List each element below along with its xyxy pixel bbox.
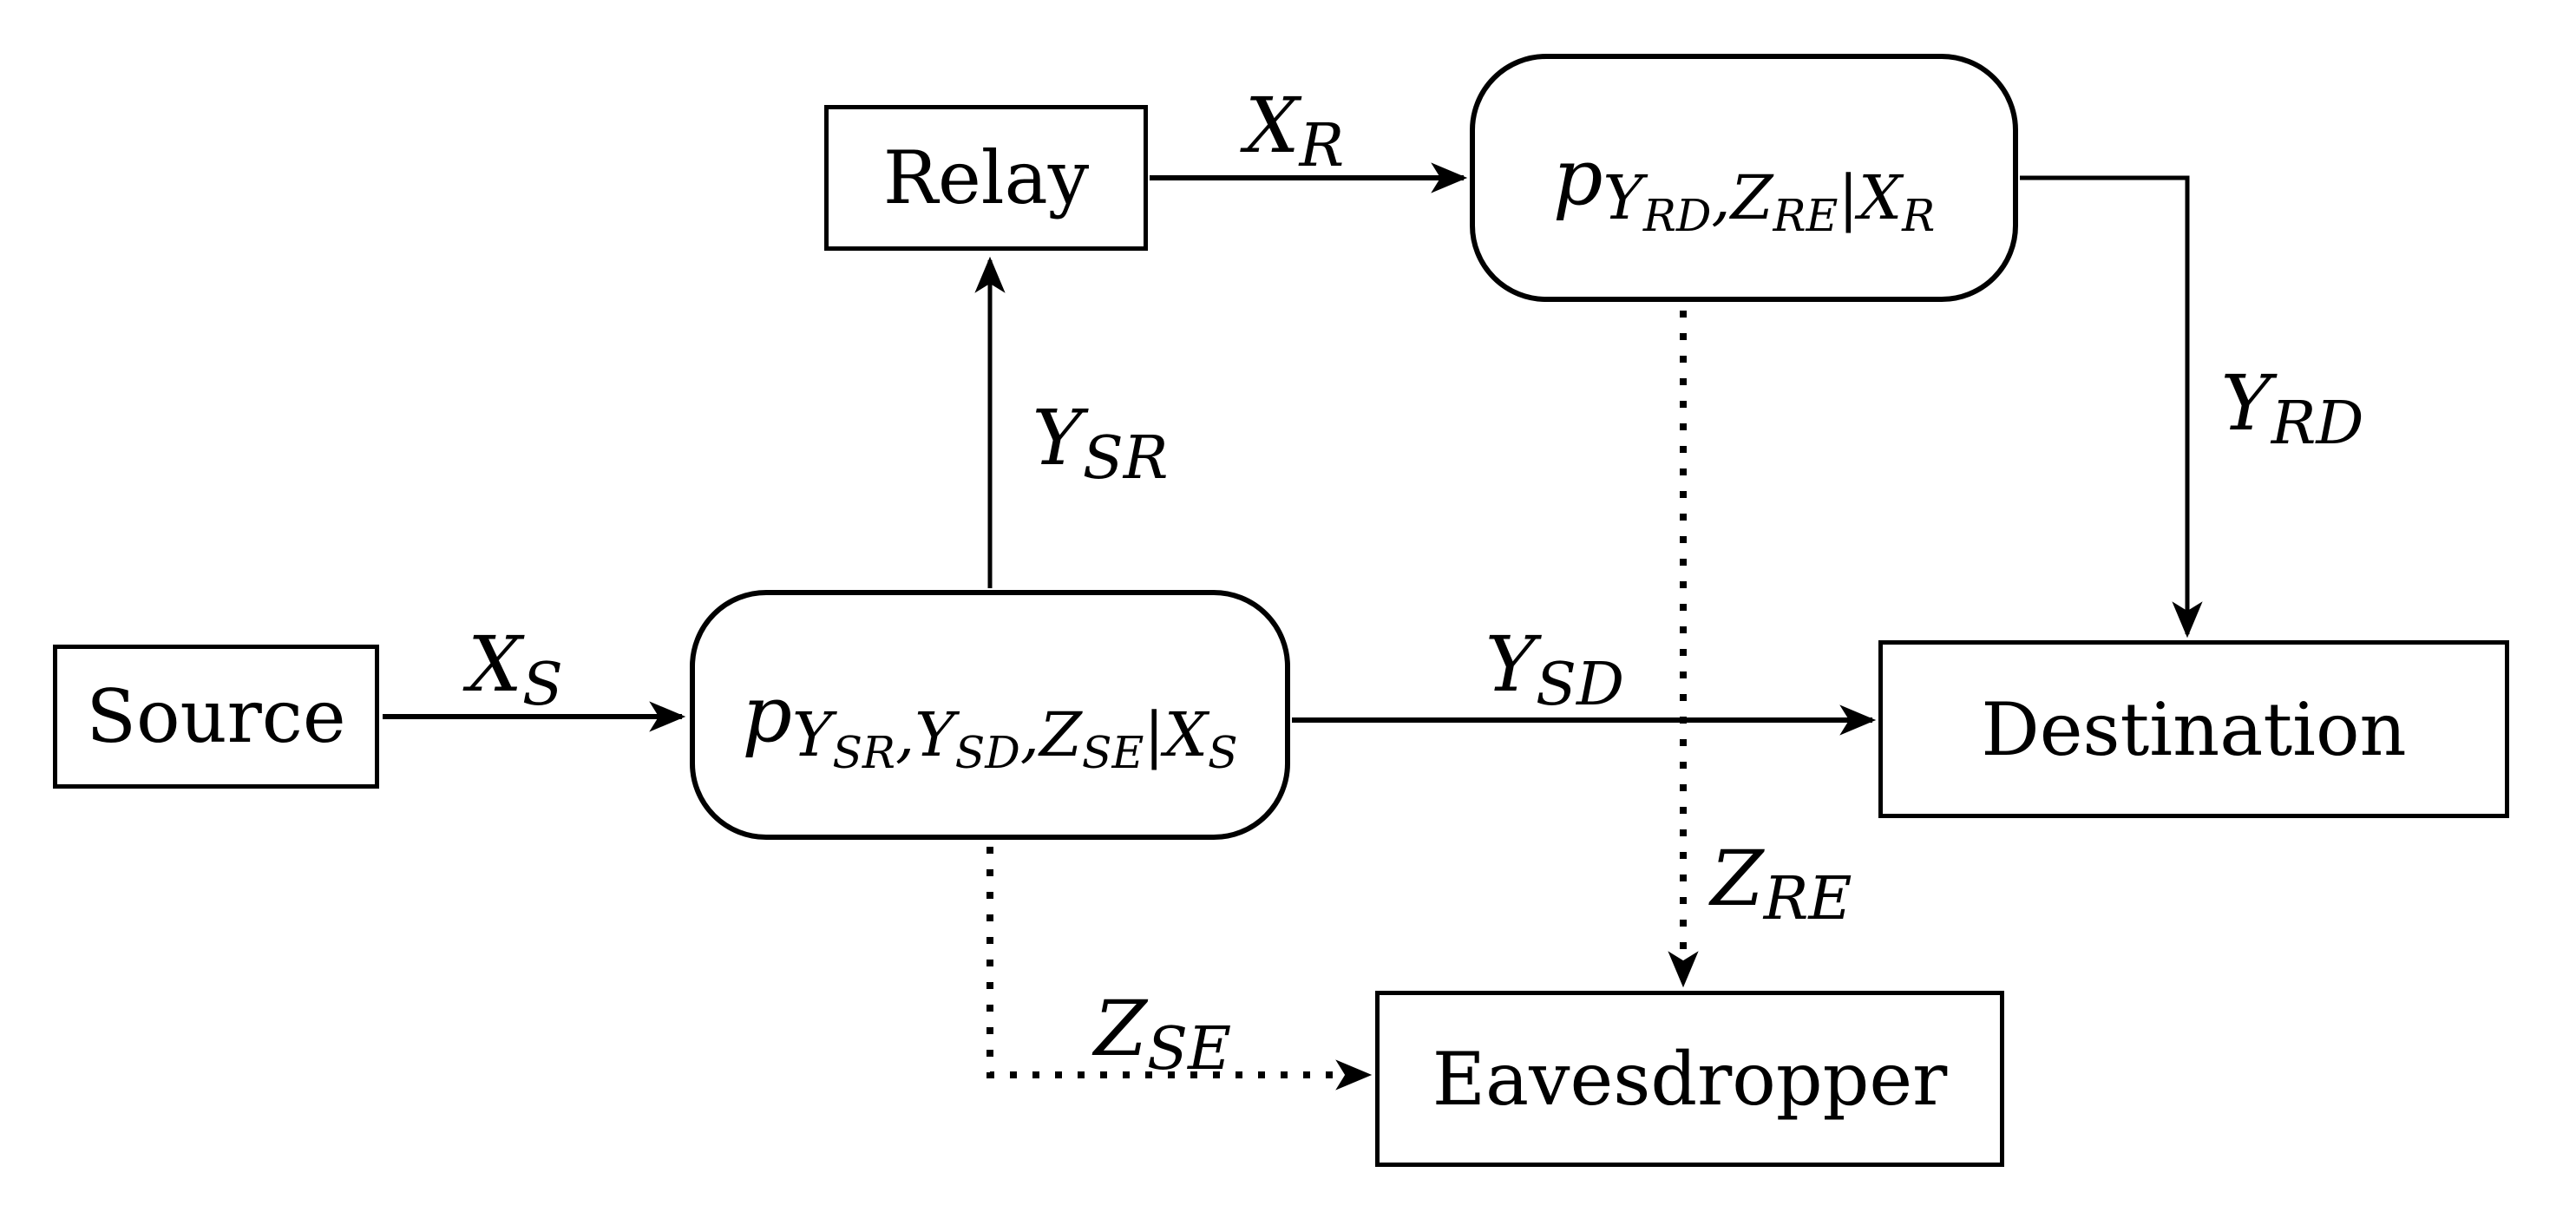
- eavesdropper-label: Eavesdropper: [1432, 1036, 1948, 1122]
- eavesdropper-node: Eavesdropper: [1375, 991, 2004, 1167]
- edge-label-xs: XS: [468, 619, 563, 720]
- source-node: Source: [53, 645, 379, 789]
- source-channel-node: pYSR,YSD,ZSE|XS: [690, 590, 1290, 840]
- edge-yrd-line: [2020, 175, 2203, 639]
- relay-channel-formula: pYRD,ZRE|XR: [1552, 132, 1936, 241]
- edge-label-xr: XR: [1244, 81, 1345, 181]
- edge-label-yrd: YRD: [2220, 358, 2364, 459]
- edge-label-ysr: YSR: [1032, 393, 1169, 494]
- destination-node: Destination: [1878, 640, 2509, 818]
- relay-label: Relay: [882, 135, 1090, 220]
- edge-label-zse: ZSE: [1093, 984, 1232, 1084]
- edge-zse-line: [986, 847, 1373, 1091]
- relay-channel-node: pYRD,ZRE|XR: [1470, 54, 2018, 302]
- edge-label-ysd: YSD: [1485, 619, 1625, 720]
- edge-label-zre: ZRE: [1710, 834, 1852, 934]
- source-label: Source: [86, 674, 346, 759]
- destination-label: Destination: [1981, 686, 2407, 772]
- relay-node: Relay: [824, 105, 1148, 251]
- source-channel-formula: pYSR,YSD,ZSE|XS: [742, 669, 1238, 778]
